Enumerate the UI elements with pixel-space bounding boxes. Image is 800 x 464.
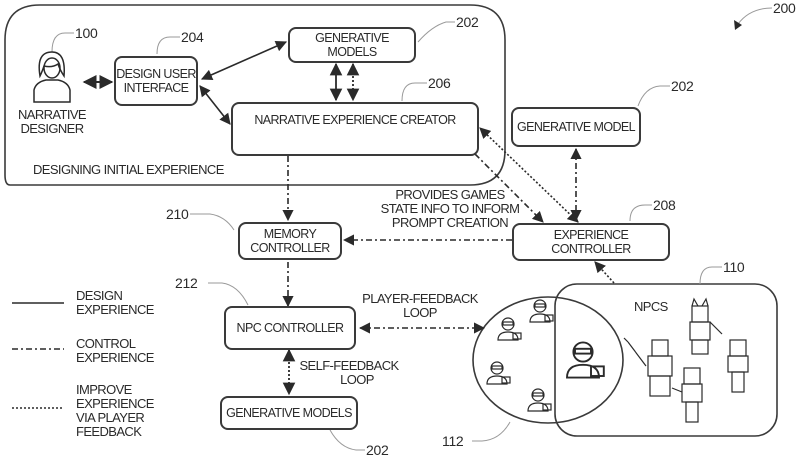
player-feedback-edge-label: PLAYER-FEEDBACK LOOP bbox=[360, 292, 480, 320]
generative-models-bottom-label: GENERATIVE MODELS bbox=[226, 406, 352, 420]
player-icons bbox=[486, 299, 605, 412]
legend-control-line1: CONTROL bbox=[76, 336, 136, 351]
npc-icons bbox=[623, 297, 749, 423]
leader-212 bbox=[208, 282, 249, 306]
design-group-label: DESIGNING INITIAL EXPERIENCE bbox=[33, 162, 224, 177]
legend-design-line2: EXPERIENCE bbox=[76, 302, 154, 317]
leader-210 bbox=[190, 213, 235, 231]
npc-icon-longhair bbox=[671, 367, 703, 423]
player-icon bbox=[529, 299, 554, 323]
self-feedback-line1: SELF-FEEDBACK bbox=[299, 358, 399, 373]
narrative-creator-label: NARRATIVE EXPERIENCE CREATOR bbox=[254, 113, 456, 127]
game-state-line1: PROVIDES GAMES bbox=[395, 187, 505, 202]
self-feedback-edge-label: SELF-FEEDBACK LOOP bbox=[294, 359, 404, 387]
leader-202-top bbox=[417, 21, 455, 43]
ref-212: 212 bbox=[175, 275, 198, 291]
self-feedback-line2: LOOP bbox=[340, 372, 374, 387]
generative-model-right-label: GENERATIVE MODEL bbox=[517, 120, 636, 134]
generative-models-top-box[interactable]: GENERATIVE MODELS bbox=[288, 27, 416, 63]
ref-202-right: 202 bbox=[671, 78, 694, 94]
memory-line1: MEMORY bbox=[263, 227, 317, 241]
legend-improve-line4: FEEDBACK bbox=[76, 424, 142, 439]
person-icon bbox=[33, 51, 71, 103]
legend-improve-line2: EXPERIENCE bbox=[76, 396, 154, 411]
player-icon bbox=[527, 388, 552, 412]
game-state-edge-label: PROVIDES GAMES STATE INFO TO INFORM PROM… bbox=[370, 188, 530, 230]
design-ui-line1: DESIGN USER bbox=[116, 67, 196, 81]
leader-200 bbox=[737, 7, 773, 25]
game-state-line2: STATE INFO TO INFORM bbox=[380, 201, 520, 216]
npc-icon-sword bbox=[623, 337, 673, 397]
narrative-designer-line1: NARRATIVE bbox=[17, 107, 87, 122]
leader-202-bottom bbox=[329, 429, 365, 451]
player-icon-main bbox=[566, 341, 605, 379]
ref-210: 210 bbox=[166, 206, 189, 222]
edge-ui-genmodels bbox=[200, 40, 288, 81]
leader-206 bbox=[401, 82, 427, 102]
generative-models-top-label: GENERATIVE MODELS bbox=[315, 31, 389, 59]
npc-icon-girl bbox=[727, 339, 749, 393]
ref-208: 208 bbox=[653, 197, 676, 213]
experience-controller-label: EXPERIENCE CONTROLLER bbox=[551, 228, 631, 256]
ref-202-top: 202 bbox=[456, 14, 479, 30]
game-state-line3: PROMPT CREATION bbox=[391, 215, 509, 230]
player-icon bbox=[497, 317, 522, 341]
leader-112 bbox=[472, 421, 511, 442]
leader-208 bbox=[629, 204, 652, 222]
design-group-outline bbox=[4, 4, 506, 186]
npc-icon-cat bbox=[689, 297, 723, 355]
player-feedback-line1: PLAYER-FEEDBACK bbox=[362, 291, 478, 306]
edge-ui-creator bbox=[199, 85, 231, 125]
leader-204 bbox=[156, 36, 180, 55]
legend-item-design: DESIGN EXPERIENCE bbox=[76, 289, 154, 317]
legend-item-control: CONTROL EXPERIENCE bbox=[76, 337, 154, 365]
memory-line2: CONTROLLER bbox=[250, 241, 330, 255]
legend-improve-line1: IMPROVE bbox=[76, 382, 132, 397]
ref-200: 200 bbox=[773, 0, 796, 16]
narrative-designer-line2: DESIGNER bbox=[20, 121, 84, 136]
legend-improve-line3: VIA PLAYER bbox=[76, 410, 145, 425]
ref-112: 112 bbox=[442, 433, 464, 449]
narrative-designer-label: NARRATIVE DESIGNER bbox=[14, 108, 90, 136]
npc-controller-box[interactable]: NPC CONTROLLER bbox=[224, 306, 356, 350]
ref-110: 110 bbox=[723, 259, 745, 275]
leader-200-arrowhead bbox=[734, 20, 742, 30]
ref-206: 206 bbox=[428, 75, 451, 91]
edge-expctrl-creator-dotted bbox=[479, 127, 579, 223]
player-icon bbox=[486, 361, 511, 385]
edge-npcs-expctrl bbox=[594, 261, 615, 284]
leader-100 bbox=[51, 32, 74, 53]
design-ui-line2: INTERFACE bbox=[123, 81, 189, 95]
npcs-group-outline bbox=[554, 283, 778, 437]
npcs-label: NPCS bbox=[634, 299, 668, 314]
ref-202-bottom: 202 bbox=[366, 442, 389, 458]
legend-item-improve: IMPROVE EXPERIENCE VIA PLAYER FEEDBACK bbox=[76, 383, 154, 439]
npc-controller-label: NPC CONTROLLER bbox=[236, 321, 345, 335]
players-group-outline bbox=[472, 296, 624, 424]
ref-100: 100 bbox=[75, 25, 98, 41]
ref-204: 204 bbox=[181, 29, 204, 45]
narrative-experience-creator-box[interactable]: NARRATIVE EXPERIENCE CREATOR bbox=[231, 102, 479, 156]
experience-controller-box[interactable]: EXPERIENCE CONTROLLER bbox=[512, 223, 670, 261]
leader-202-right bbox=[637, 85, 670, 107]
player-feedback-line2: LOOP bbox=[403, 305, 437, 320]
legend-design-line1: DESIGN bbox=[76, 288, 123, 303]
generative-models-bottom-box[interactable]: GENERATIVE MODELS bbox=[220, 396, 358, 430]
legend-control-line2: EXPERIENCE bbox=[76, 350, 154, 365]
leader-110 bbox=[699, 266, 722, 285]
generative-model-right-box[interactable]: GENERATIVE MODEL bbox=[511, 107, 641, 147]
